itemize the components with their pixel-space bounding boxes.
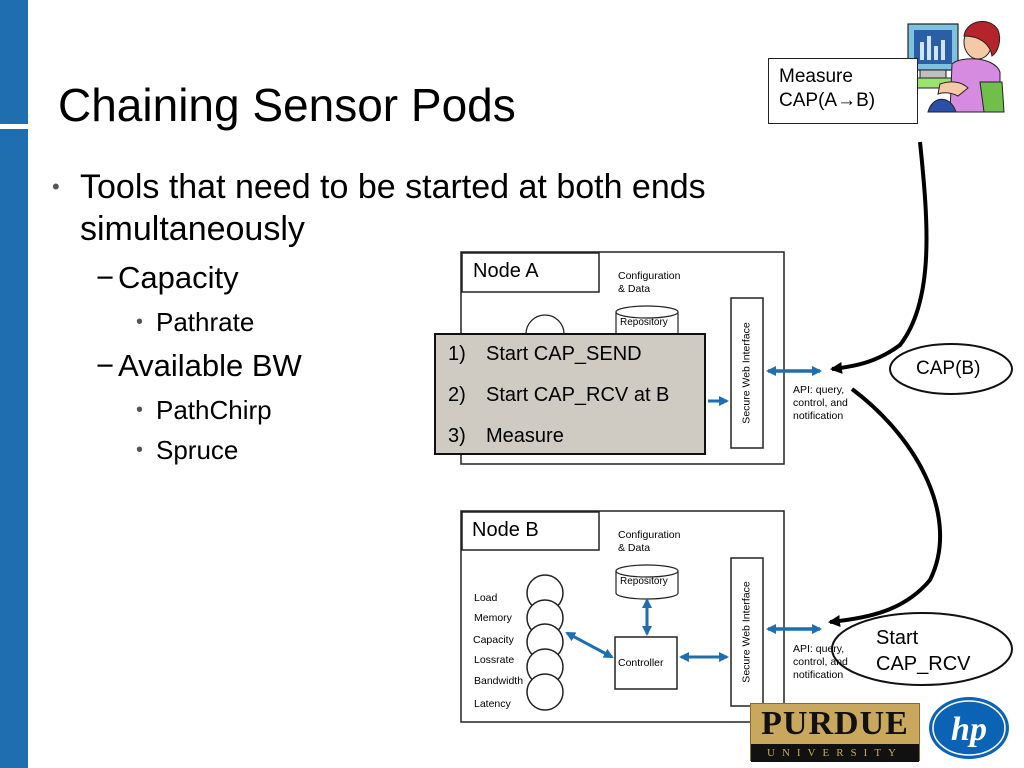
step-3: 3) Measure <box>448 425 564 448</box>
start-cap-rcv-label: Start CAP_RCV <box>876 627 971 675</box>
step-1-text: Start CAP_SEND <box>486 343 642 365</box>
accent-bar-gap <box>0 124 28 129</box>
bullet-spruce: Spruce <box>52 434 852 466</box>
node-b-sensor-controller-arrow <box>565 631 614 659</box>
step-2: 2) Start CAP_RCV at B <box>448 384 669 407</box>
step-1: 1) Start CAP_SEND <box>448 343 642 366</box>
node-b-secure-interface-label: Secure Web Interface <box>740 581 753 683</box>
sensor-label-capacity: Capacity <box>473 634 514 646</box>
hp-logo: hp <box>929 697 1009 759</box>
sensor-label-lossrate: Lossrate <box>474 654 515 666</box>
user-at-computer-icon <box>901 21 1005 113</box>
start-cap-rcv-ellipse <box>831 612 1013 686</box>
bullet-capacity: Capacity <box>52 258 852 298</box>
node-a-sensor-circle <box>525 314 565 335</box>
node-a-label-box <box>461 252 600 293</box>
node-b-controller-box <box>614 636 678 690</box>
node-b-sensor-circles <box>526 574 564 711</box>
measure-to-cap-b-arrow <box>830 141 929 374</box>
step-2-num: 2) <box>448 384 466 406</box>
purdue-logo: PURDUE UNIVERSITY <box>750 703 920 762</box>
node-a-repository-label: Repository <box>620 317 668 328</box>
node-a-repository <box>615 305 679 341</box>
purdue-logo-sub: UNIVERSITY <box>751 744 919 762</box>
node-b-label: Node B <box>472 519 539 541</box>
cap-b-label: CAP(B) <box>916 358 981 379</box>
purdue-logo-name: PURDUE <box>761 705 909 742</box>
node-b-label-box <box>461 511 600 551</box>
sensor-label-bandwidth: Bandwidth <box>474 675 524 687</box>
node-a-label: Node A <box>473 260 539 282</box>
step-1-num: 1) <box>448 343 466 365</box>
bullet-available-bw: Available BW <box>52 346 852 386</box>
node-a-api-label: API: query, control, and notification <box>793 384 848 422</box>
bullet-list: Tools that need to be started at both en… <box>52 166 852 466</box>
node-a-secure-interface-label: Secure Web Interface <box>740 322 753 424</box>
node-b-api-label: API: query, control, and notification <box>793 643 848 681</box>
node-b-config-label: Configuration & Data <box>618 529 681 554</box>
step-2-text: Start CAP_RCV at B <box>486 384 670 406</box>
cap-b-ellipse <box>889 343 1013 395</box>
steps-box: 1) Start CAP_SEND 2) Start CAP_RCV at B 3)… <box>434 333 706 455</box>
node-a-secure-interface-box <box>730 297 764 449</box>
sensor-label-load: Load <box>474 592 498 604</box>
measure-box: Measure CAP(A→B) <box>768 58 918 124</box>
hp-logo-text: hp <box>951 711 987 748</box>
bullet-pathrate: Pathrate <box>52 306 852 338</box>
bullet-main: Tools that need to be started at both en… <box>52 166 860 250</box>
bullet-pathchirp: PathChirp <box>52 394 852 426</box>
node-b-secure-interface-box <box>730 557 764 707</box>
node-b-repository-label: Repository <box>620 576 668 587</box>
cap-b-to-start-rcv-arrow <box>828 387 943 627</box>
sensor-circle <box>526 673 564 711</box>
node-b-controller-label: Controller <box>618 657 664 669</box>
node-a-config-label: Configuration & Data <box>618 270 681 295</box>
slide-title: Chaining Sensor Pods <box>58 79 516 131</box>
sensor-label-memory: Memory <box>474 612 512 624</box>
step-3-num: 3) <box>448 425 466 447</box>
step-3-text: Measure <box>486 425 564 447</box>
sensor-label-latency: Latency <box>474 698 511 710</box>
